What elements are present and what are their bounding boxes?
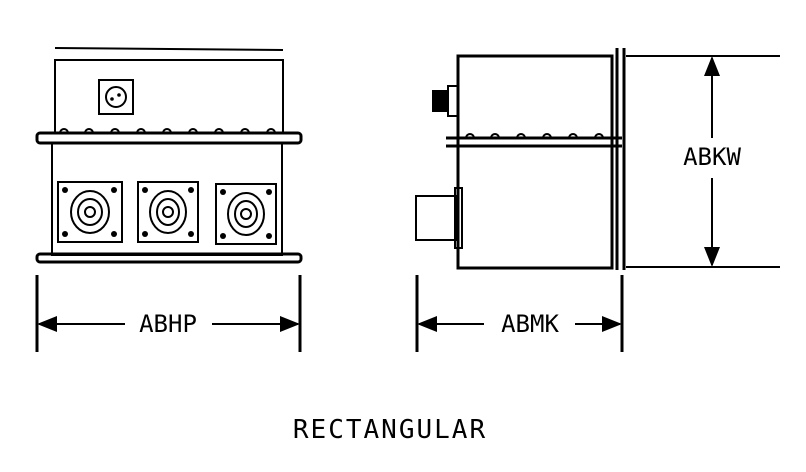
diagram-title: RECTANGULAR (293, 415, 487, 445)
power-outlet-icon (98, 79, 134, 115)
coax-connector-icon (215, 183, 277, 245)
coax-connector-icon (137, 181, 199, 243)
side-connector-icon (415, 187, 463, 249)
side-view (415, 48, 626, 270)
dimension-height: ABKW (626, 55, 780, 268)
dimension-front-width: ABHP (35, 275, 302, 352)
coax-connector-icon (57, 181, 123, 243)
dimension-label-abhp: ABHP (139, 310, 197, 338)
dimension-label-abmk: ABMK (501, 310, 559, 338)
dimension-label-abkw: ABKW (683, 143, 741, 171)
front-mid-flange (35, 131, 303, 145)
dimension-side-depth: ABMK (415, 275, 624, 352)
front-bottom-flange (35, 252, 303, 264)
side-knob-icon (432, 85, 459, 117)
bolt-row (59, 128, 276, 134)
front-view (35, 47, 303, 264)
